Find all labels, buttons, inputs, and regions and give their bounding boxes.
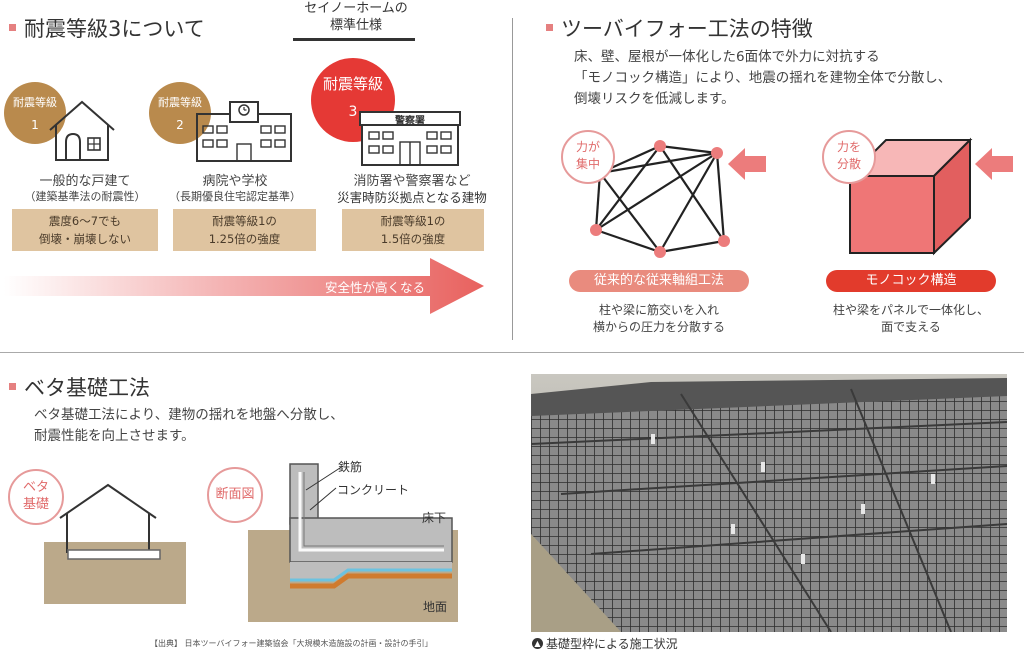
force-arrow-right-icon (975, 148, 1013, 180)
level2-badge-number: 2 (176, 118, 184, 132)
level3-box-line1: 耐震等級1の (380, 214, 446, 228)
section3-bullet (9, 383, 16, 390)
house-on-slab-diagram (44, 483, 186, 604)
force-concentrate-line2: 集中 (575, 157, 600, 171)
level2-subcaption: （長期優良住宅認定基準） (169, 190, 301, 203)
beta-foundation-line2: 基礎 (22, 497, 49, 512)
seino-label-underline (293, 38, 415, 41)
force-arrow-left-icon (728, 148, 766, 180)
level1-badge: 耐震等級 1 (4, 82, 66, 144)
section2-body-line3: 倒壊リスクを低減します。 (574, 91, 735, 107)
level3-box-line2: 1.5倍の強度 (380, 232, 446, 246)
section1-title: 耐震等級3について (24, 17, 205, 41)
section2-body-line2: 「モノコック構造」により、地震の揺れを建物全体で分散し、 (574, 70, 952, 86)
section2-body-line1: 床、壁、屋根が一体化した6面体で外力に対抗する (574, 49, 880, 65)
seino-label-line2: 標準仕様 (329, 18, 382, 33)
force-concentrate-badge: 力が 集中 (561, 130, 615, 184)
level1-badge-number: 1 (31, 118, 39, 132)
monocoque-desc: 柱や梁をパネルで一体化し、 面で支える (805, 302, 1017, 336)
monocoque-cube (847, 137, 973, 256)
level1-box: 震度6〜7でも 倒壊・崩壊しない (12, 209, 158, 251)
school-icon (196, 101, 292, 162)
ground-label: 地面 (423, 600, 448, 614)
seino-label-line1: セイノーホームの (304, 1, 408, 16)
level3-caption: 消防署や警察署など (353, 174, 471, 189)
force-concentrate-line1: 力が (575, 140, 600, 154)
monocoque-pill: モノコック構造 (826, 270, 996, 292)
section3-body-line1: ベタ基礎工法により、建物の揺れを地盤へ分散し、 (34, 407, 344, 423)
level2-box: 耐震等級1の 1.25倍の強度 (173, 209, 316, 251)
vertical-divider (512, 18, 513, 340)
foundation-construction-photo (531, 374, 1007, 632)
truss-diagram (590, 140, 730, 258)
level1-box-line1: 震度6〜7でも (48, 214, 122, 228)
photo-caption: 基礎型枠による施工状況 (546, 637, 678, 651)
foundation-cross-section (248, 463, 458, 622)
cross-section-badge: 断面図 (207, 467, 263, 523)
force-disperse-badge: 力を 分散 (822, 130, 876, 184)
source-citation: 【出典】 日本ツーバイフォー建築協会「大規模木造施設の計画・設計の手引」 (150, 639, 433, 648)
safety-arrow-label: 安全性が高くなる (325, 280, 426, 295)
level1-caption: 一般的な戸建て (39, 174, 131, 189)
level1-badge-label: 耐震等級 (13, 96, 57, 109)
rebar-label: 鉄筋 (338, 460, 363, 474)
house-icon (49, 100, 115, 161)
beta-foundation-line1: ベタ (22, 480, 49, 495)
concrete-label: コンクリート (337, 483, 410, 497)
level2-box-line1: 耐震等級1の (212, 214, 277, 228)
beta-foundation-badge: ベタ 基礎 (8, 469, 64, 525)
level3-subcaption: 災害時防災拠点となる建物 (337, 190, 487, 205)
force-disperse-line2: 分散 (836, 157, 861, 171)
level1-box-line2: 倒壊・崩壊しない (39, 232, 131, 246)
section2-body: 床、壁、屋根が一体化した6面体で外力に対抗する 「モノコック構造」により、地震の… (574, 47, 951, 110)
force-disperse-line1: 力を (836, 140, 861, 154)
section2-title: ツーバイフォー工法の特徴 (561, 17, 813, 41)
floor-label: 床下 (422, 511, 447, 525)
conventional-method-desc-line2: 横からの圧力を分散する (592, 320, 725, 334)
safety-arrow (4, 258, 484, 314)
level1-subcaption: （建築基準法の耐震性） (24, 190, 146, 203)
conventional-method-pill: 従来的な従来軸組工法 (569, 270, 749, 292)
police-sign: 警察署 (395, 116, 425, 127)
conventional-method-desc: 柱や梁に筋交いを入れ 横からの圧力を分散する (569, 302, 749, 336)
section2-bullet (546, 24, 553, 31)
section3-title: ベタ基礎工法 (24, 376, 150, 400)
level3-box: 耐震等級1の 1.5倍の強度 (342, 209, 484, 251)
level2-box-line2: 1.25倍の強度 (208, 232, 281, 246)
section3-body: ベタ基礎工法により、建物の揺れを地盤へ分散し、 耐震性能を向上させます。 (34, 405, 344, 447)
arrow-up-circle-icon: ▲ (532, 638, 543, 649)
seino-label: セイノーホームの 標準仕様 (276, 0, 436, 34)
monocoque-desc-line1: 柱や梁をパネルで一体化し、 (832, 303, 989, 317)
horizontal-divider (0, 352, 1024, 353)
police-station-icon (359, 111, 461, 166)
level2-caption: 病院や学校 (202, 174, 268, 189)
section3-body-line2: 耐震性能を向上させます。 (34, 428, 195, 444)
conventional-method-desc-line1: 柱や梁に筋交いを入れ (598, 303, 719, 317)
level2-badge-label: 耐震等級 (158, 96, 202, 109)
level3-badge-label: 耐震等級 (322, 75, 383, 93)
monocoque-desc-line2: 面で支える (881, 320, 941, 334)
level3-badge-number: 3 (348, 104, 358, 120)
photo-rebar-grid (531, 374, 1007, 632)
section1-bullet (9, 24, 16, 31)
